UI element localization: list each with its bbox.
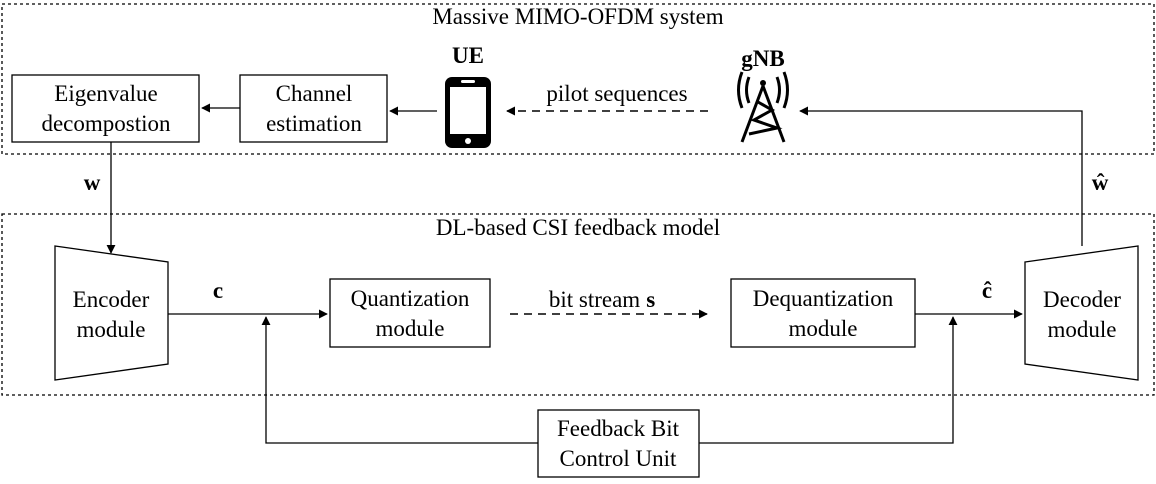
encoder-module-box <box>54 245 169 381</box>
dequantization-module-label-1: Dequantization <box>753 286 894 311</box>
channel-estimation-label-1: Channel <box>276 81 353 106</box>
dequantization-module-label-2: module <box>789 316 858 341</box>
decoder-module-box <box>1024 245 1139 381</box>
feedback-bit-control-unit-box <box>537 409 700 478</box>
csi-feedback-model-title: DL-based CSI feedback model <box>436 215 720 240</box>
quantization-module-label-2: module <box>376 316 445 341</box>
gnb-label: gNB <box>741 46 784 71</box>
bit-stream-text: bit stream <box>549 287 640 312</box>
quantization-module-box <box>329 278 491 348</box>
decoder-to-gnb-arrow <box>799 106 1083 246</box>
eigenvalue-decomposition-label-1: Eigenvalue <box>54 81 157 106</box>
mimo-ofdm-system-title: Massive MIMO-OFDM system <box>432 4 723 29</box>
encoder-module-label-2: module <box>77 317 146 342</box>
csi-feedback-model-group <box>1 213 1155 396</box>
c-label: c <box>213 278 223 303</box>
control-to-dequantization-arrow <box>699 316 958 444</box>
ue-label: UE <box>452 43 484 68</box>
feedback-bit-control-unit-label-2: Control Unit <box>560 446 678 471</box>
w-hat-label: ŵ <box>1092 170 1109 195</box>
c-hat-label: ĉ <box>982 278 992 303</box>
w-label: w <box>84 170 101 195</box>
encoder-module-label-1: Encoder <box>73 287 150 312</box>
quantization-module-label-1: Quantization <box>351 286 470 311</box>
eigenvalue-decomposition-box <box>11 74 200 143</box>
control-to-quantization-arrow <box>261 316 538 444</box>
channel-estimation-label-2: estimation <box>266 111 362 136</box>
base-station-tower-icon <box>737 71 789 143</box>
bit-stream-symbol: s <box>646 287 655 312</box>
decoder-module-label-2: module <box>1048 317 1117 342</box>
smartphone-icon <box>445 77 491 148</box>
dequantization-module-box <box>730 278 916 348</box>
eigenvalue-decomposition-label-2: decompostion <box>41 111 171 136</box>
feedback-bit-control-unit-label-1: Feedback Bit <box>557 416 680 441</box>
decoder-module-label-1: Decoder <box>1043 287 1121 312</box>
mimo-ofdm-system-group <box>1 3 1155 155</box>
pilot-sequences-label: pilot sequences <box>546 81 687 106</box>
